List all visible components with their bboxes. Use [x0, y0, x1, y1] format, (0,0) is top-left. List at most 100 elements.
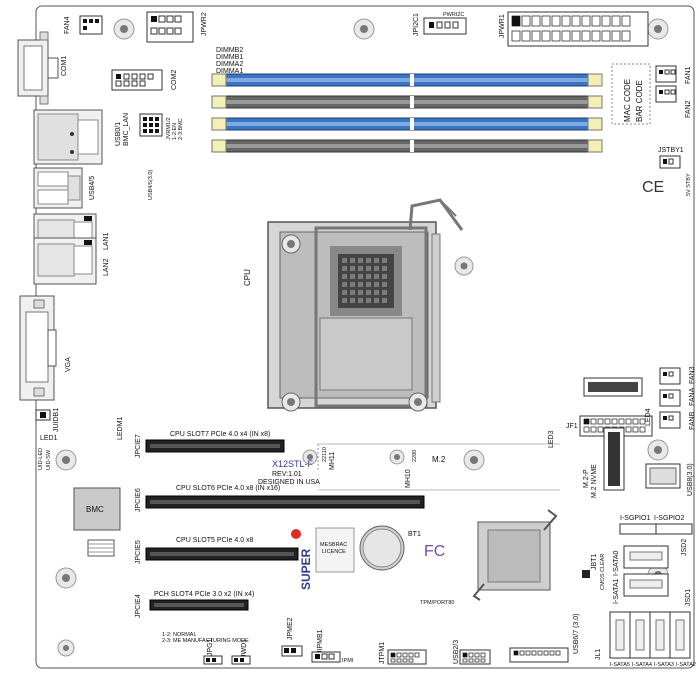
mounting-hole — [57, 639, 75, 657]
ic-chip — [87, 539, 115, 557]
license-sticker — [315, 527, 355, 573]
jstby1-label: JSTBY1 — [658, 147, 684, 154]
dimm-label: DIMMA1 — [216, 68, 243, 75]
jvrm-jumper — [139, 113, 163, 137]
cmos-clear-label: CMOS CLEAR — [600, 554, 606, 590]
ledm1-label: LEDM1 — [117, 417, 124, 440]
license-text: MESBRAC — [320, 542, 347, 548]
isata1-label: I-SATA1 — [613, 578, 620, 604]
jstby1-header — [659, 155, 681, 169]
dimm-label: DIMMB2 — [216, 47, 243, 54]
fanb-label: FANB — [689, 411, 696, 430]
bmc-label: BMC — [86, 505, 104, 514]
jpme2-jumper — [281, 645, 303, 657]
usb8-label: USB8(3.0) — [687, 463, 694, 496]
vga-label: VGA — [65, 357, 72, 372]
fan4-header — [79, 15, 103, 35]
jvrm-opt2: 2-3:BMC — [178, 118, 184, 140]
usb67-label: USB6/7 (3.0) — [573, 614, 580, 654]
pcie-slot-label: CPU SLOT7 PCIe 4.0 x4 (IN x8) — [170, 431, 270, 438]
sata-ports-vertical — [609, 611, 691, 659]
mounting-hole — [302, 449, 318, 465]
isata4-label: I-SATA4 — [632, 662, 652, 668]
m2nvme-label: M.2 NVME — [591, 464, 598, 498]
jpme2-option: 2-3: ME MANUFACTURING MODE — [162, 638, 249, 644]
mac-code-sticker — [611, 63, 651, 125]
pcie-slot — [145, 439, 285, 453]
jpi2c1-label: JPI2C1 — [413, 13, 420, 36]
mh10-size: 2280 — [412, 450, 418, 462]
pcie-slot — [145, 547, 299, 561]
ce-mark: CE — [642, 179, 664, 196]
led3-label: LED3 — [548, 430, 555, 448]
isata0-label: I-SATA0 — [613, 550, 620, 576]
brand-logo-text: SUPER — [299, 548, 313, 590]
isata1-port — [623, 573, 669, 597]
fana-label: FANA — [689, 387, 696, 406]
usb01-label: USB0/1 — [115, 122, 122, 146]
jpwr2-connector — [146, 11, 194, 43]
jbt1-label: JBT1 — [591, 554, 598, 570]
pcie-slot — [149, 599, 249, 611]
isgpio-headers — [619, 523, 693, 535]
pcie-slot-name: JPCIE6 — [135, 488, 142, 512]
fan1-header — [655, 65, 677, 83]
jf1-label: JF1 — [566, 423, 578, 430]
dimm-slots — [211, 73, 603, 153]
dimm-slot — [211, 117, 603, 131]
bar-code-label: BAR CODE — [635, 80, 644, 122]
uid-led-label: UID-LED — [38, 448, 44, 470]
mounting-hole — [647, 439, 669, 461]
battery — [359, 525, 405, 571]
lan2-label: LAN2 — [103, 258, 110, 276]
jtpm1-header — [387, 649, 427, 665]
usb23-label: USB2/3 — [453, 640, 460, 664]
jpg1-label: JPG1 — [207, 638, 214, 656]
bmclan-label: BMC_LAN — [123, 113, 130, 146]
fan1-label: FAN1 — [685, 66, 692, 84]
pcie-slot-name: JPCIE7 — [135, 434, 142, 458]
mounting-hole — [454, 256, 474, 276]
ipmi-label: IPMI — [342, 658, 354, 664]
dimm-slot — [211, 139, 603, 153]
isata0-port — [623, 545, 669, 569]
mounting-hole — [55, 567, 77, 589]
jpwr1-connector — [507, 11, 649, 47]
bt1-label: BT1 — [408, 531, 421, 538]
mounting-hole — [55, 449, 77, 471]
jwd1-jumper — [231, 655, 251, 665]
jtpm1-label: JTPM1 — [379, 642, 386, 664]
dimm-label: DIMMA2 — [216, 61, 243, 68]
isata3-label: I-SATA3 — [654, 662, 674, 668]
fan4-label: FAN4 — [64, 16, 71, 34]
m2-label: M.2 — [432, 455, 446, 464]
pcie-slot-label: CPU SLOT6 PCIe 4.0 x8 (IN x16) — [176, 485, 280, 492]
mac-code-label: MAC CODE — [623, 79, 632, 122]
led4-label: LED4 — [645, 408, 652, 426]
jipmb1-header — [311, 651, 341, 663]
dimm-label: DIMMB1 — [216, 54, 243, 61]
cpu-label: CPU — [243, 269, 252, 286]
jpme2-label: JPME2 — [287, 617, 294, 640]
juidb1-button — [35, 409, 51, 421]
isata2-label: I-SATA2 — [676, 662, 696, 668]
usb23-header — [459, 649, 491, 665]
fanb-header — [659, 411, 681, 429]
isgpio1-label: I-SGPIO1 — [620, 515, 650, 522]
license-text: LICENCE — [322, 549, 346, 555]
jpg1-jumper — [203, 655, 223, 665]
pcie-slot-name: JPCIE5 — [135, 540, 142, 564]
jpwr1-label: JPWR1 — [499, 14, 506, 38]
jpme2-option: 1-2: NORMAL — [162, 632, 197, 638]
vga-port — [19, 295, 57, 401]
lan1-label: LAN1 — [103, 232, 110, 250]
mh11-label: MH11 — [329, 452, 336, 470]
fan2-header — [655, 85, 677, 103]
mounting-hole — [647, 18, 669, 40]
isgpio2-label: I-SGPIO2 — [654, 515, 684, 522]
com2-header — [111, 69, 163, 91]
board-origin: DESIGNED IN USA — [258, 479, 320, 486]
pcie-slot-label: PCH SLOT4 PCIe 3.0 x2 (IN x4) — [154, 591, 254, 598]
